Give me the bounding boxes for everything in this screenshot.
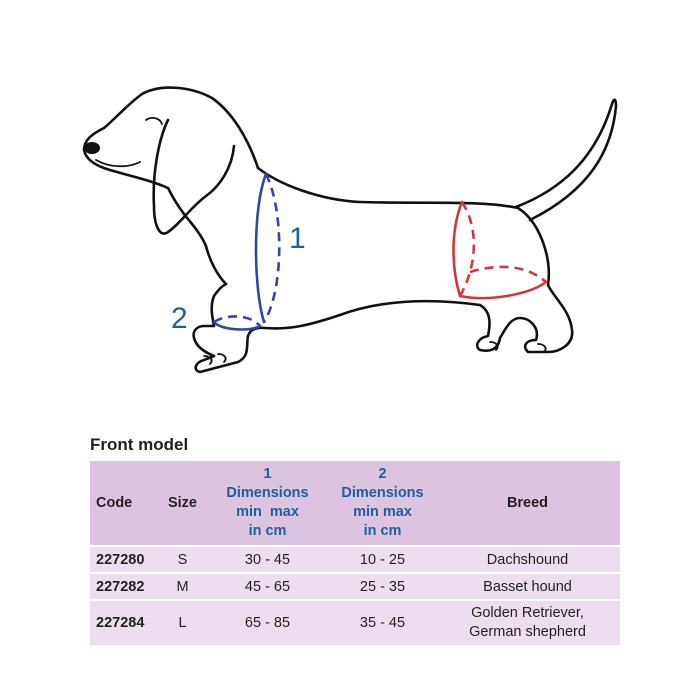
cell-dimension-1: 45 - 65 [205, 574, 330, 599]
dog-measurement-illustration: 1 2 [82, 86, 618, 374]
header-dim2-line3: in cm [363, 523, 402, 539]
cell-dimension-1: 65 - 85 [205, 601, 330, 645]
cell-code: 227284 [90, 601, 160, 645]
dog-tail [514, 98, 618, 222]
header-dim2-line1: Dimensions [341, 485, 424, 501]
cell-breed-line2: German shepherd [469, 624, 586, 640]
header-dimension-1: 1 Dimensions min max in cm [205, 461, 330, 545]
dog-head [82, 86, 260, 216]
header-dim1-line1: Dimensions [226, 485, 309, 501]
header-breed: Breed [435, 461, 620, 545]
table-title: Front model [90, 435, 189, 454]
cell-size: M [160, 574, 205, 599]
header-dim1-line3: in cm [248, 523, 287, 539]
cell-dimension-2: 25 - 35 [330, 574, 435, 599]
rear-measure-front-arc [452, 200, 464, 298]
chest-measure-back-arc [262, 173, 281, 323]
table-row: 227282 M 45 - 65 25 - 35 Basset hound [90, 574, 620, 599]
header-dim2-number: 2 [378, 466, 387, 482]
table-row: 227284 L 65 - 85 35 - 45 Golden Retrieve… [90, 601, 620, 645]
dog-ear [152, 118, 236, 235]
header-dim1-number: 1 [263, 466, 272, 482]
size-table: Code Size 1 Dimensions min max in cm 2 D… [90, 459, 620, 647]
table-header-row: Code Size 1 Dimensions min max in cm 2 D… [90, 461, 620, 545]
measure-label-1: 1 [289, 222, 306, 255]
header-dim1-line2: min max [236, 504, 299, 520]
rear-measure-upper-arc [469, 265, 547, 283]
cell-code: 227280 [90, 547, 160, 572]
header-dimension-2: 2 Dimensions min max in cm [330, 461, 435, 545]
cell-code: 227282 [90, 574, 160, 599]
dog-hind-quarter [475, 206, 574, 354]
dog-nose [84, 142, 100, 154]
dog-chest [182, 212, 228, 286]
dog-belly [246, 299, 482, 338]
dog-paw-lines [203, 341, 547, 365]
cell-dimension-2: 10 - 25 [330, 547, 435, 572]
dog-front-legs [192, 282, 250, 374]
chest-measure-front-arc [254, 172, 268, 324]
rear-measure-lower-arc [458, 280, 548, 300]
cell-breed: Dachshound [435, 547, 620, 572]
cell-breed: Basset hound [435, 574, 620, 599]
dog-mouth [95, 159, 141, 168]
header-code: Code [90, 461, 160, 545]
cell-dimension-2: 35 - 45 [330, 601, 435, 645]
cell-dimension-1: 30 - 45 [205, 547, 330, 572]
dog-eye [145, 117, 163, 125]
table-row: 227280 S 30 - 45 10 - 25 Dachshound [90, 547, 620, 572]
header-dim2-line2: min max [353, 504, 412, 520]
header-size: Size [160, 461, 205, 545]
cell-size: S [160, 547, 205, 572]
leg-measure-back [213, 315, 261, 327]
measure-label-2: 2 [171, 302, 188, 335]
cell-breed-line1: Golden Retriever, [471, 605, 584, 621]
cell-breed: Golden Retriever, German shepherd [435, 601, 620, 645]
rear-measure-back-arc [458, 201, 476, 297]
dog-back [256, 166, 520, 210]
cell-size: L [160, 601, 205, 645]
leg-measure-front [212, 320, 262, 331]
